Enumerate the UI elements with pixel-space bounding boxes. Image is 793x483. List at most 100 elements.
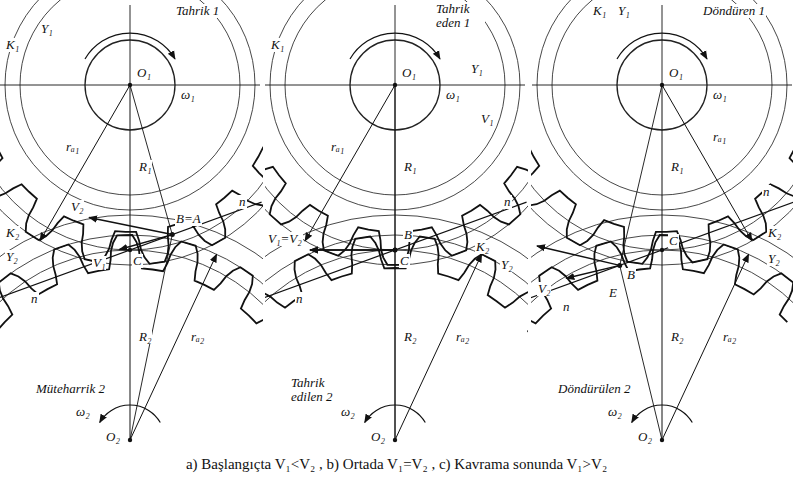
pitch-circle (0, 0, 263, 250)
radius-line (395, 250, 396, 440)
center-label: O₂ (637, 430, 653, 444)
reference-circle (0, 215, 263, 450)
velocity-label: n (762, 185, 771, 199)
gear1-teeth (531, 107, 793, 264)
radius-label: rₐ₂ (190, 330, 205, 344)
angular-velocity: ω₁ (445, 88, 461, 102)
center-label: O₂ (105, 430, 121, 444)
gear-panel (265, 0, 528, 450)
addendum-circle (0, 235, 263, 450)
line-label: n (238, 195, 247, 209)
radius-arrow (130, 254, 217, 440)
addendum-circle (265, 235, 528, 450)
radius-label: rₐ₁ (712, 130, 727, 144)
figure-caption: a) Başlangıçta V₁<V₂ , b) Ortada V₁=V₂ ,… (186, 456, 607, 472)
velocity-arrow (89, 217, 172, 234)
rotation-arrow (632, 405, 693, 422)
point-label: V₁ (480, 112, 494, 126)
radius-arrow (305, 85, 395, 241)
velocity-arrow (537, 246, 620, 265)
velocity-label: n (503, 195, 512, 209)
velocity-arrow (310, 249, 395, 251)
velocity-arrow (119, 235, 172, 250)
radius-line (130, 235, 172, 440)
radius-label: rₐ₁ (65, 140, 80, 154)
radius-arrow (395, 254, 482, 440)
rotation-arrow (100, 405, 161, 422)
angular-velocity: ω₂ (340, 405, 356, 419)
velocity-arrow (566, 265, 619, 278)
circle-label: Y₁ (40, 22, 54, 36)
line-label: n (295, 292, 304, 306)
center-label: O₁ (136, 66, 152, 80)
radius-label: R₁ (403, 160, 417, 174)
radius-label: R₁ (670, 160, 684, 174)
radius-line (130, 85, 172, 235)
velocity-label: V₂ (70, 200, 84, 214)
point-label: C (132, 254, 143, 268)
angular-velocity: ω₂ (75, 405, 91, 419)
angular-velocity: ω₂ (607, 405, 623, 419)
gear-panel (0, 0, 263, 450)
circle-label: R₂ (670, 330, 684, 344)
title-label: Tahrik eden 1 (435, 2, 485, 29)
center-label: O₁ (401, 66, 417, 80)
radius-label: R₁ (138, 160, 152, 174)
circle-label: C (399, 254, 410, 268)
circle-label: Y₂ (500, 258, 514, 272)
velocity-label: K₂ (475, 240, 490, 254)
circle-label: K₁ (270, 38, 285, 52)
center-line (395, 85, 396, 440)
line-of-action (531, 202, 793, 298)
radius-arrow (662, 254, 749, 440)
rotation-arrow (350, 33, 440, 59)
center-label: O₁ (668, 66, 684, 80)
circle-label: V₂ (537, 282, 551, 296)
radius-line (620, 265, 662, 440)
rotation-arrow (617, 33, 707, 59)
point-label: B (403, 228, 413, 242)
title-label: Müteharrik 2 (35, 382, 106, 396)
gear-panel (531, 0, 793, 450)
radius-label: rₐ₂ (722, 330, 737, 344)
radius-label: R₂ (138, 330, 152, 344)
caption-row: a) Başlangıçta V₁<V₂ , b) Ortada V₁=V₂ ,… (0, 456, 793, 473)
addendum-circle (0, 0, 263, 265)
angular-velocity: ω₁ (180, 88, 196, 102)
center-label: O₂ (370, 430, 386, 444)
circle-label: K₁ (592, 4, 607, 18)
center-line (130, 85, 131, 440)
rotation-arrow (85, 33, 175, 59)
axis-line (662, 5, 663, 85)
title-label: Döndüren 1 (702, 4, 766, 18)
title-label: Tahrik 1 (175, 4, 220, 18)
circle-label: Y₁ (617, 4, 631, 18)
line-label: n (30, 292, 39, 306)
line-label: B (626, 268, 636, 282)
line-of-action (265, 202, 527, 298)
velocity-label: E (608, 286, 618, 300)
reference-circle (265, 215, 528, 450)
radius-label: rₐ₂ (455, 330, 470, 344)
pitch-point (128, 248, 132, 252)
line-label: V₁=V₂ (267, 232, 303, 246)
pitch-point (660, 248, 664, 252)
gear1-teeth (265, 128, 528, 265)
circle-label: Y₂ (5, 250, 19, 264)
radius-arrow (662, 85, 752, 241)
point-label: C (668, 234, 679, 248)
circle-label: Y₁ (470, 62, 484, 76)
axis-line (130, 5, 131, 85)
point-label: K₂ (767, 226, 782, 240)
line-of-action (0, 202, 262, 298)
axis-line (395, 5, 396, 85)
point-label: B=A (175, 212, 202, 226)
radius-label: Y₂ (767, 252, 781, 266)
circle-label: K₁ (5, 38, 20, 52)
radius-line (395, 85, 396, 250)
gear1-teeth (0, 107, 263, 264)
pitch-circle (265, 250, 528, 450)
center-line (662, 85, 663, 440)
gear2-teeth (531, 235, 793, 410)
